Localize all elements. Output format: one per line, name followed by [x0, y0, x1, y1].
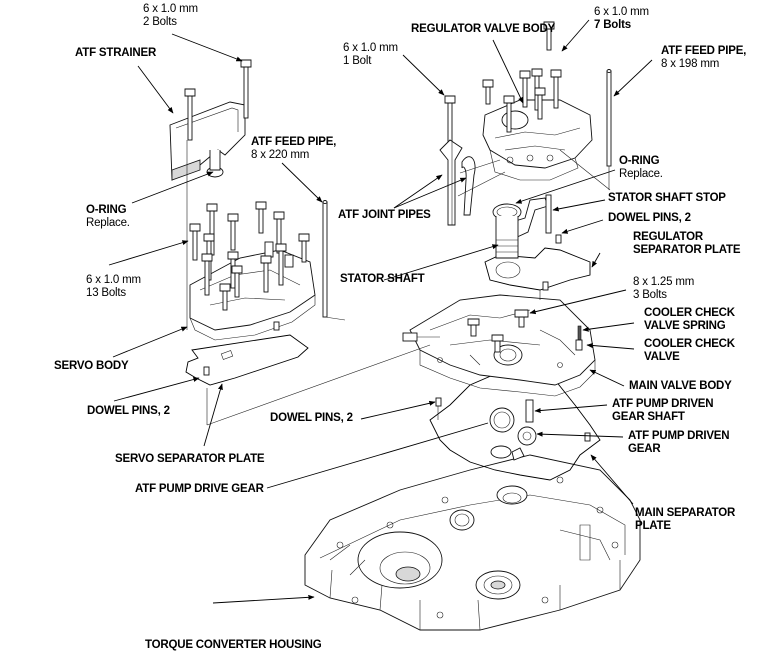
stator-shaft-stop-label: STATOR SHAFT STOP — [608, 192, 726, 204]
bolt-qty: 2 Bolts — [143, 16, 177, 28]
servo-separator-plate-label: SERVO SEPARATOR PLATE — [115, 453, 265, 465]
regulator-separator-plate-part — [484, 247, 591, 291]
servo-body-label: SERVO BODY — [54, 360, 129, 372]
atf-feed-pipe-198-label: ATF FEED PIPE, 8 x 198 mm — [661, 45, 747, 70]
atf-strainer-part — [169, 59, 252, 181]
servo-body-part — [189, 200, 328, 341]
torque-converter-housing-label: TORQUE CONVERTER HOUSING — [145, 639, 322, 651]
torque-converter-housing-part — [304, 454, 641, 631]
atf-pump-driven-gear-shaft-label: ATF PUMP DRIVEN GEAR SHAFT — [612, 398, 714, 423]
atf-joint-pipes-label: ATF JOINT PIPES — [338, 209, 431, 221]
o-ring-right-label: O-RING Replace. — [619, 155, 663, 180]
dowel-pins-left-label: DOWEL PINS, 2 — [87, 405, 170, 417]
servo-separator-plate-part — [185, 334, 309, 386]
regulator-bolt-label: 6 x 1.0 mm 1 Bolt — [343, 42, 398, 67]
cooler-check-valve-label: COOLER CHECK VALVE — [644, 338, 735, 363]
main-separator-plate-label: MAIN SEPARATOR PLATE — [635, 507, 736, 532]
regulator-separator-plate-label: REGULATOR SEPARATOR PLATE — [633, 231, 741, 256]
servo-bolts-label: 6 x 1.0 mm 13 Bolts — [86, 274, 141, 299]
main-valve-body-part — [402, 294, 596, 397]
cooler-check-valve-spring-label: COOLER CHECK VALVE SPRING — [644, 307, 735, 332]
regulator-bolts-label: 6 x 1.0 mm 7 Bolts — [594, 6, 649, 31]
dowel-pins-middle-label: DOWEL PINS, 2 — [270, 412, 353, 424]
stator-shaft-part — [492, 194, 552, 259]
strainer-bolts-label: 6 x 1.0 mm 2 Bolts — [143, 3, 198, 29]
projection-lines — [186, 140, 611, 442]
atf-pump-driven-gear-label: ATF PUMP DRIVEN GEAR — [628, 430, 730, 455]
atf-strainer-label: ATF STRAINER — [75, 47, 157, 59]
atf-pump-gears-part — [489, 399, 537, 461]
main-valve-body-label: MAIN VALVE BODY — [629, 380, 732, 392]
atf-feed-pipe-220-label: ATF FEED PIPE, 8 x 220 mm — [251, 136, 337, 161]
regulator-valve-body-part — [444, 21, 612, 181]
stator-shaft-label: STATOR SHAFT — [340, 273, 425, 285]
bolt-spec: 6 x 1.0 mm — [143, 3, 198, 15]
dowel-pins-right-label: DOWEL PINS, 2 — [608, 212, 691, 224]
regulator-valve-body-label: REGULATOR VALVE BODY — [411, 23, 556, 35]
leader-lines — [108, 19, 653, 604]
main-bolts-label: 8 x 1.25 mm 3 Bolts — [633, 276, 695, 301]
atf-pump-drive-gear-label: ATF PUMP DRIVE GEAR — [135, 483, 264, 495]
atf-joint-pipes-part — [439, 139, 476, 226]
o-ring-left-label: O-RING Replace. — [86, 204, 130, 229]
